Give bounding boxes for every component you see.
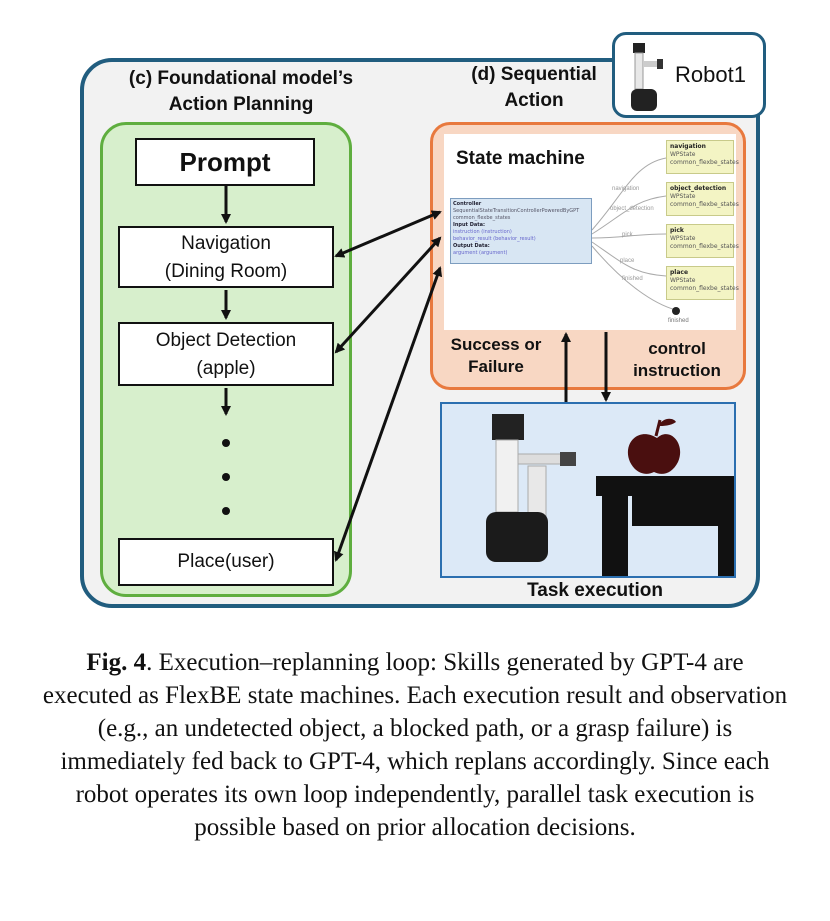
control-instruction-line1: control (648, 339, 706, 358)
object-detection-box: Object Detection (apple) (118, 322, 334, 386)
success-failure-label: Success or Failure (436, 334, 556, 378)
arrow-place-state-machine (333, 266, 443, 562)
success-failure-line2: Failure (468, 357, 524, 376)
controller-output-1: argument (argument) (453, 250, 508, 256)
table-icon (596, 476, 734, 576)
controller-heading: Controller (453, 201, 482, 207)
figure-label: Fig. 4 (86, 649, 147, 676)
controller-state: Controller SequentialStateTransitionCont… (450, 198, 592, 264)
node-place-pkg: common_flexbe_states (670, 285, 739, 292)
place-box: Place(user) (118, 538, 334, 586)
node-pick-name: pick (670, 227, 684, 234)
figure-caption-text: . Execution–replanning loop: Skills gene… (42, 649, 788, 841)
controller-input-1: instruction (instruction) (453, 229, 512, 235)
node-navigation-pkg: common_flexbe_states (670, 159, 739, 166)
controller-output-heading: Output Data: (453, 243, 490, 249)
node-object-detection: object_detection WPState common_flexbe_s… (666, 182, 739, 216)
section-c-title-line2: Action Planning (168, 94, 314, 115)
arrow-navigation-state-machine (334, 210, 442, 258)
ellipsis-dot-1 (222, 439, 230, 447)
node-pick: pick WPState common_flexbe_states (666, 224, 739, 258)
end-state-label: finished (668, 318, 689, 324)
node-object-detection-type: WPState (670, 193, 696, 200)
ellipsis-dot-2 (222, 473, 230, 481)
section-d-title-line2: Action (504, 90, 564, 111)
object-detection-target: (apple) (196, 358, 256, 379)
navigation-target: (Dining Room) (164, 261, 288, 282)
section-c-title: (c) Foundational model’s Action Planning (96, 66, 386, 118)
navigation-label: Navigation (181, 233, 271, 254)
navigation-box: Navigation (Dining Room) (118, 226, 334, 288)
object-detection-label: Object Detection (155, 330, 297, 351)
figure-caption: Fig. 4. Execution–replanning loop: Skill… (40, 646, 790, 844)
state-machine-title: State machine (456, 148, 585, 169)
arrow-detection-state-machine (334, 236, 442, 354)
apple-icon (627, 418, 681, 474)
robot-tag (612, 32, 766, 118)
node-place-name: place (670, 269, 689, 276)
prompt-box: Prompt (135, 138, 315, 186)
controller-class: SequentialStateTransitionControllerPower… (453, 208, 580, 214)
controller-package: common_flexbe_states (453, 215, 511, 221)
node-pick-pkg: common_flexbe_states (670, 243, 739, 250)
robot-tag-label: Robot1 (675, 62, 746, 87)
node-place-type: WPState (670, 277, 696, 284)
node-navigation-type: WPState (670, 151, 696, 158)
edge-label-navigation: navigation (612, 186, 640, 192)
task-scene (486, 414, 734, 576)
node-navigation: navigation WPState common_flexbe_states (666, 140, 739, 174)
node-object-detection-name: object_detection (670, 185, 727, 192)
task-execution-panel (440, 402, 736, 578)
section-d-title: (d) Sequential Action (444, 62, 624, 114)
edge-label-pick: pick (622, 232, 633, 238)
success-failure-line1: Success or (450, 335, 542, 354)
ellipsis-dots (222, 439, 230, 515)
controller-input-2: behavior_result (behavior_result) (453, 236, 536, 242)
control-instruction-line2: instruction (633, 361, 721, 380)
edge-label-place: place (620, 258, 635, 264)
node-pick-type: WPState (670, 235, 696, 242)
state-machine-panel: State machine Controller SequentialState… (444, 134, 739, 330)
node-object-detection-pkg: common_flexbe_states (670, 201, 739, 208)
end-state-icon (672, 307, 680, 315)
section-c-title-line1: (c) Foundational model’s (128, 68, 354, 89)
node-navigation-name: navigation (670, 143, 706, 150)
robot-icon (631, 43, 663, 111)
task-execution-label: Task execution (527, 580, 663, 601)
robot-illustration-icon (486, 414, 576, 562)
edge-label-finished: finished (622, 276, 643, 282)
node-place: place WPState common_flexbe_states (666, 266, 739, 300)
ellipsis-dot-3 (222, 507, 230, 515)
state-machine-edges (591, 157, 680, 315)
controller-input-heading: Input Data: (453, 222, 485, 228)
edge-label-object-detection: object_detection (610, 206, 654, 212)
control-instruction-label: control instruction (614, 338, 740, 382)
section-d-title-line1: (d) Sequential (471, 64, 597, 85)
